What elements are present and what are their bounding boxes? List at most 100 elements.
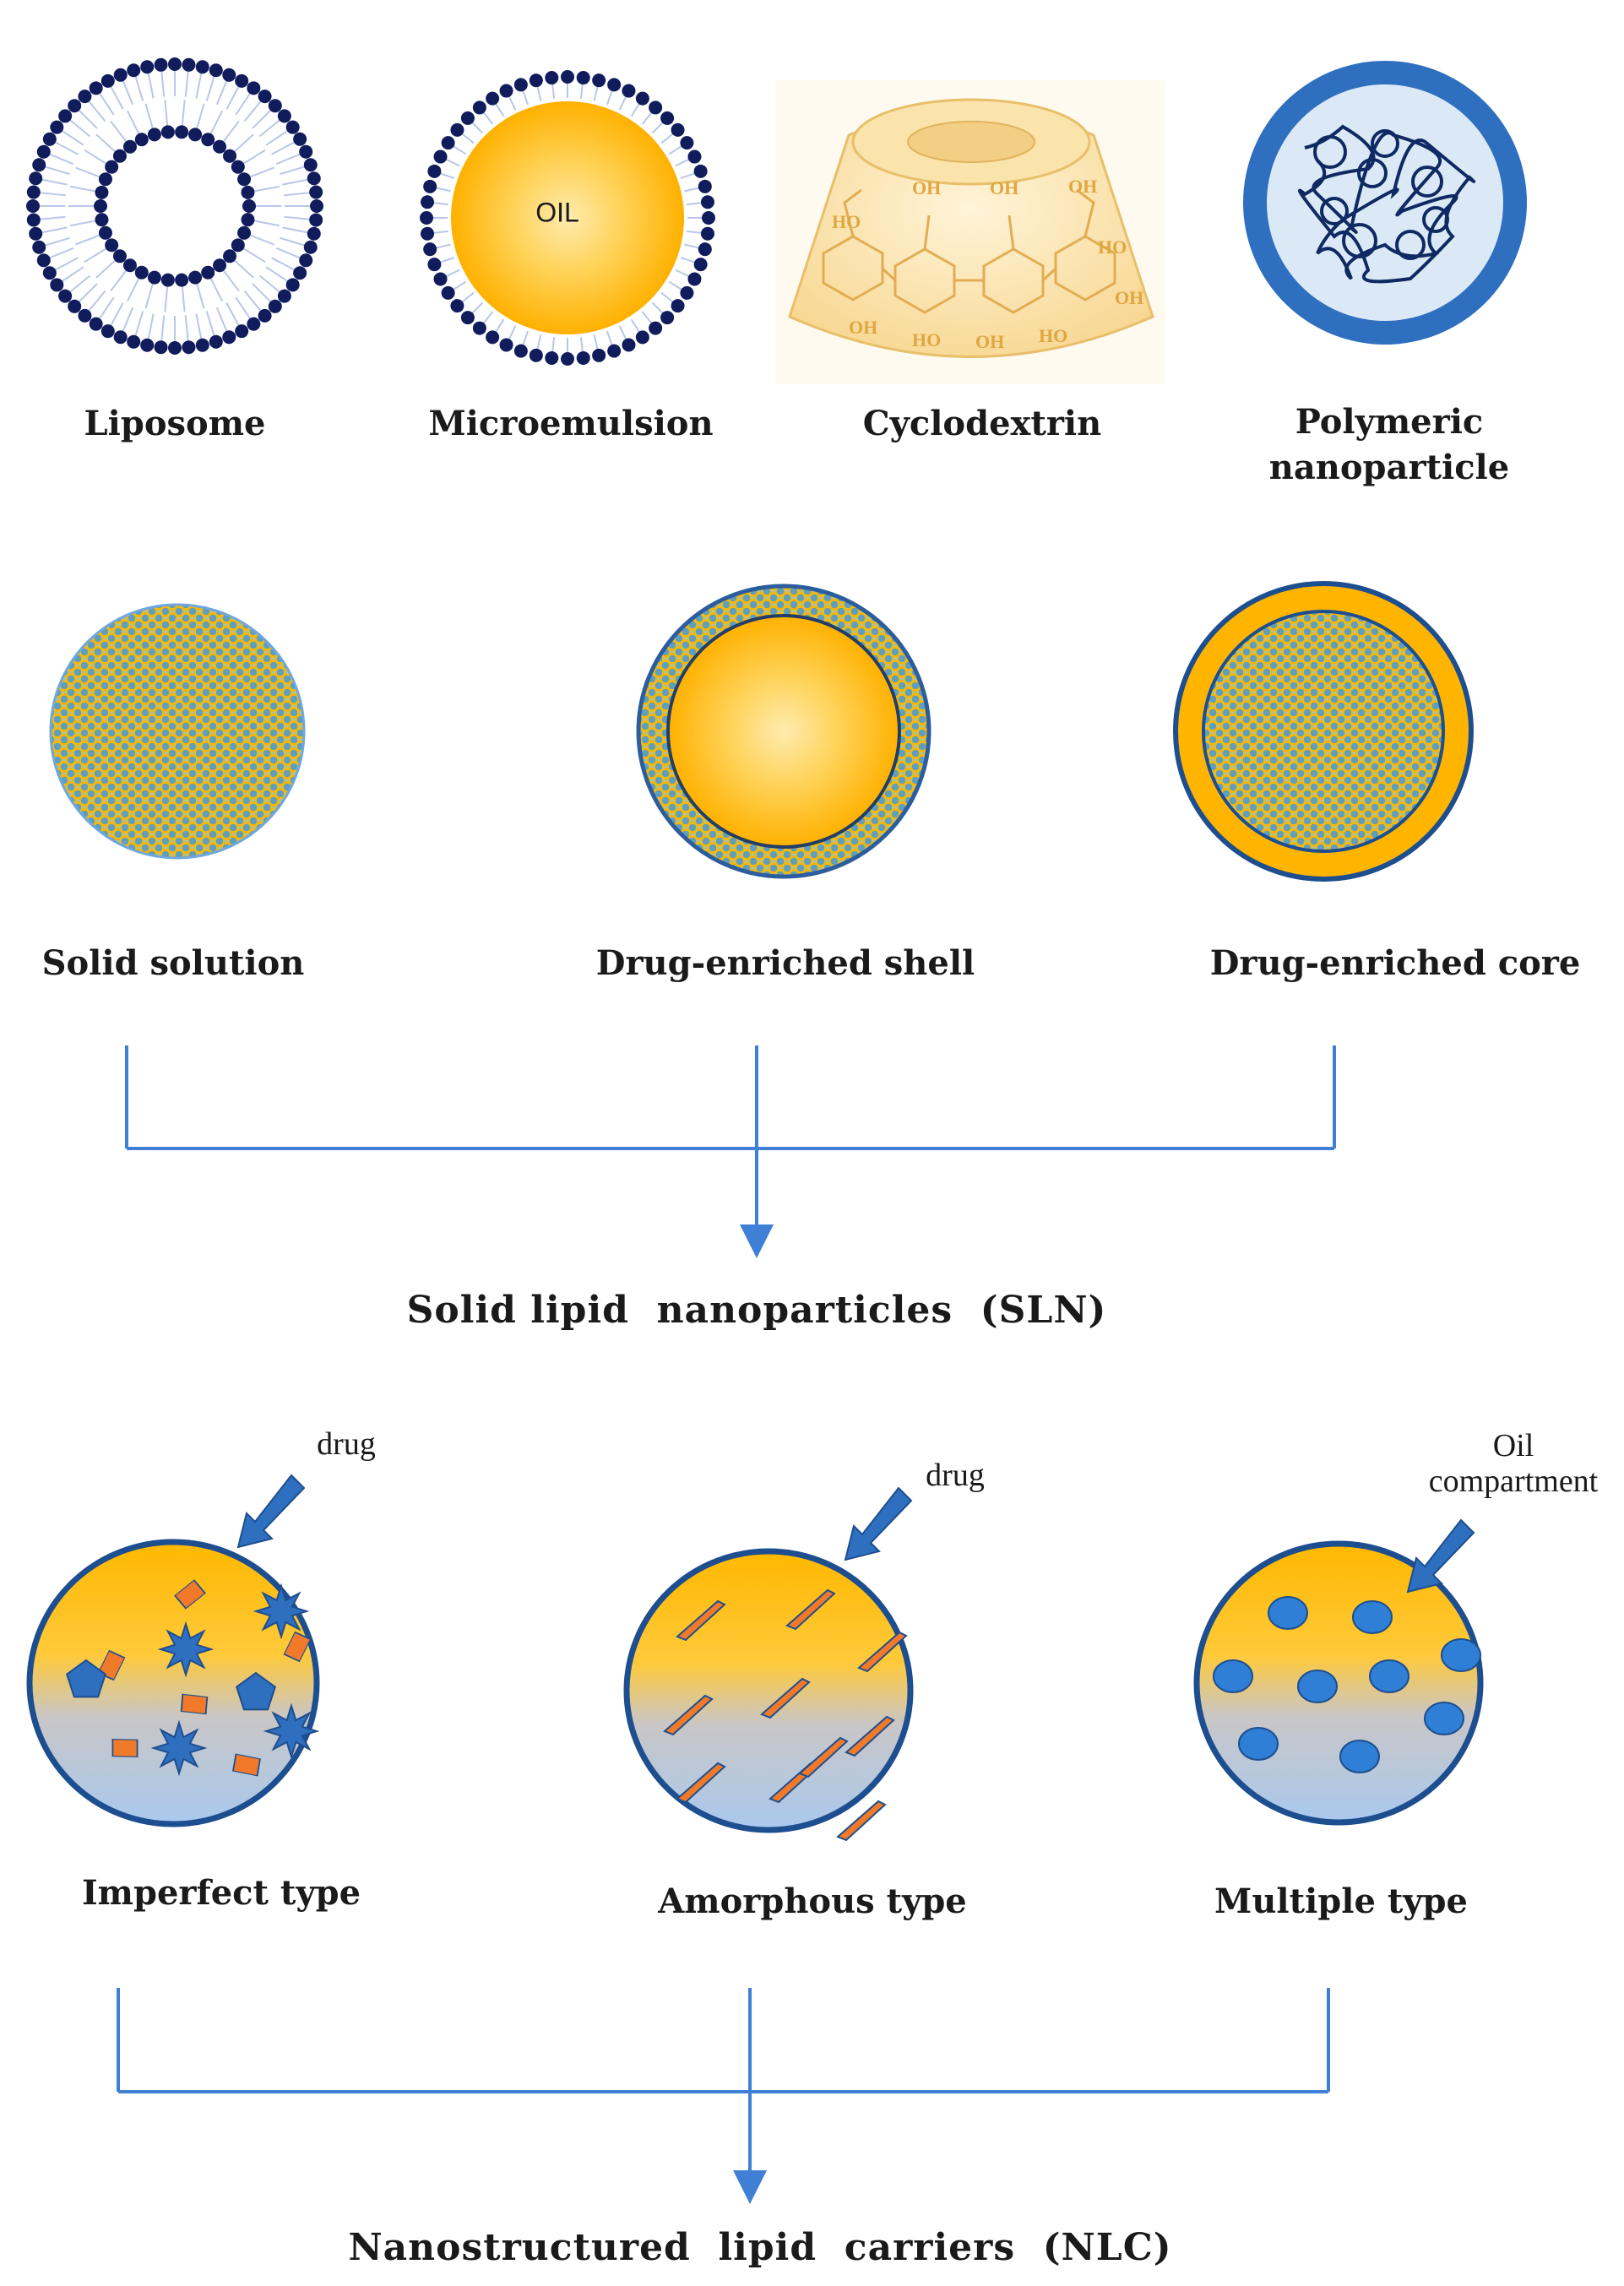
- lipid-tail: [75, 234, 100, 246]
- lipid-tail: [160, 315, 166, 341]
- lipid-head: [112, 149, 127, 163]
- polymer-loop: [1371, 129, 1399, 158]
- surfactant-tail: [435, 187, 451, 193]
- surfactant-head: [423, 179, 437, 193]
- lipid-head: [140, 338, 155, 352]
- lipid-tail: [55, 257, 79, 271]
- drug-crystal: [180, 1693, 209, 1715]
- lipid-tail: [243, 100, 262, 122]
- drug-enriched-core-label: Drug-enriched core: [1209, 943, 1581, 983]
- surfactant-tail: [495, 318, 505, 334]
- polymeric-label-line2: nanoparticle: [1268, 448, 1510, 487]
- surfactant-tail: [452, 145, 467, 155]
- lipid-head: [113, 330, 128, 345]
- lipid-tail: [225, 86, 240, 110]
- surfactant-head: [671, 299, 685, 313]
- liposome-label: Liposome: [84, 404, 266, 443]
- oil-compartment-droplet: [1424, 1702, 1464, 1735]
- lipid-head: [182, 57, 196, 72]
- drug-pointer-arrow-amorphous: [844, 1486, 913, 1561]
- lipid-tail: [40, 192, 66, 197]
- drug-star: [253, 1583, 310, 1640]
- surfactant-head: [561, 352, 574, 366]
- lipid-head: [127, 63, 141, 78]
- lipid-head: [237, 225, 252, 240]
- surfactant-head: [561, 70, 574, 84]
- lipid-tail: [243, 247, 266, 263]
- amorphous-drug-sliver: [798, 1736, 849, 1778]
- polymer-loop: [1342, 223, 1377, 258]
- surfactant-head: [700, 195, 714, 209]
- surfactant-tail: [471, 301, 484, 314]
- polymer-loop: [1357, 158, 1388, 188]
- drug-enriched-core-particle: [1173, 581, 1474, 882]
- lipid-tail: [271, 257, 295, 271]
- surfactant-tail: [471, 122, 484, 134]
- oil-compartment-droplet: [1441, 1638, 1481, 1672]
- surfactant-tail: [482, 111, 494, 125]
- lipid-head: [32, 158, 46, 172]
- sln-group-label: Solid lipid nanoparticles (SLN): [406, 1289, 1107, 1332]
- lipid-tail: [252, 110, 271, 129]
- drug-crystal: [174, 1579, 206, 1610]
- surfactant-head: [423, 242, 437, 257]
- surfactant-tail: [522, 90, 530, 106]
- surfactant-tail: [435, 243, 451, 249]
- lipid-tail: [265, 266, 288, 282]
- lipid-head: [299, 144, 313, 159]
- lipid-tail: [243, 290, 262, 312]
- surfactant-head: [450, 122, 464, 137]
- lipid-head: [105, 160, 119, 174]
- nlc-group-label: Nanostructured lipid carriers (NLC): [348, 2226, 1172, 2269]
- lipid-head: [241, 185, 255, 199]
- lipid-head: [26, 185, 41, 199]
- surfactant-head: [693, 258, 708, 272]
- surfactant-head: [460, 111, 475, 125]
- lipid-head: [223, 149, 237, 163]
- lipid-head: [231, 238, 245, 252]
- surfactant-tail: [482, 311, 494, 324]
- lipid-tail: [62, 130, 84, 146]
- lipid-head: [293, 266, 307, 280]
- surfactant-tail: [579, 83, 584, 100]
- surfactant-tail: [508, 325, 517, 340]
- lipid-tail: [164, 286, 169, 312]
- lipid-tail: [49, 153, 74, 166]
- lipid-tail: [235, 296, 251, 319]
- lipid-head: [213, 258, 227, 273]
- lipid-tail: [205, 76, 215, 101]
- lipid-head: [29, 171, 43, 186]
- lipid-tail: [275, 153, 301, 166]
- surfactant-tail: [686, 230, 703, 234]
- microemulsion-label: Microemulsion: [428, 404, 714, 443]
- surfactant-head: [499, 338, 513, 352]
- drug-crystal: [283, 1631, 312, 1663]
- surfactant-head: [427, 258, 442, 272]
- lipid-head: [293, 132, 307, 146]
- surfactant-head: [513, 78, 528, 92]
- lipid-head: [89, 317, 103, 331]
- lipid-head: [195, 338, 209, 352]
- lipid-head: [247, 81, 261, 95]
- lipid-head: [299, 253, 313, 268]
- lipid-tail: [69, 220, 95, 227]
- lipid-head: [237, 172, 252, 187]
- surfactant-head: [592, 73, 606, 88]
- lipid-tail: [280, 166, 305, 176]
- lipid-tail: [223, 270, 240, 292]
- lipid-tail: [196, 103, 205, 128]
- hydroxyl-group-text: OH: [990, 177, 1018, 198]
- lipid-tail: [284, 215, 310, 220]
- surfactant-tail: [439, 256, 455, 263]
- surfactant-head: [660, 311, 675, 325]
- lipid-tail: [215, 80, 228, 106]
- solid-solution-particle: [49, 603, 306, 860]
- surfactant-tail: [579, 336, 584, 353]
- lipid-tail: [195, 73, 203, 99]
- surfactant-tail: [675, 158, 690, 167]
- lipid-head: [201, 133, 215, 147]
- lipid-head: [258, 90, 272, 104]
- surfactant-head: [671, 122, 685, 137]
- surfactant-head: [698, 242, 712, 257]
